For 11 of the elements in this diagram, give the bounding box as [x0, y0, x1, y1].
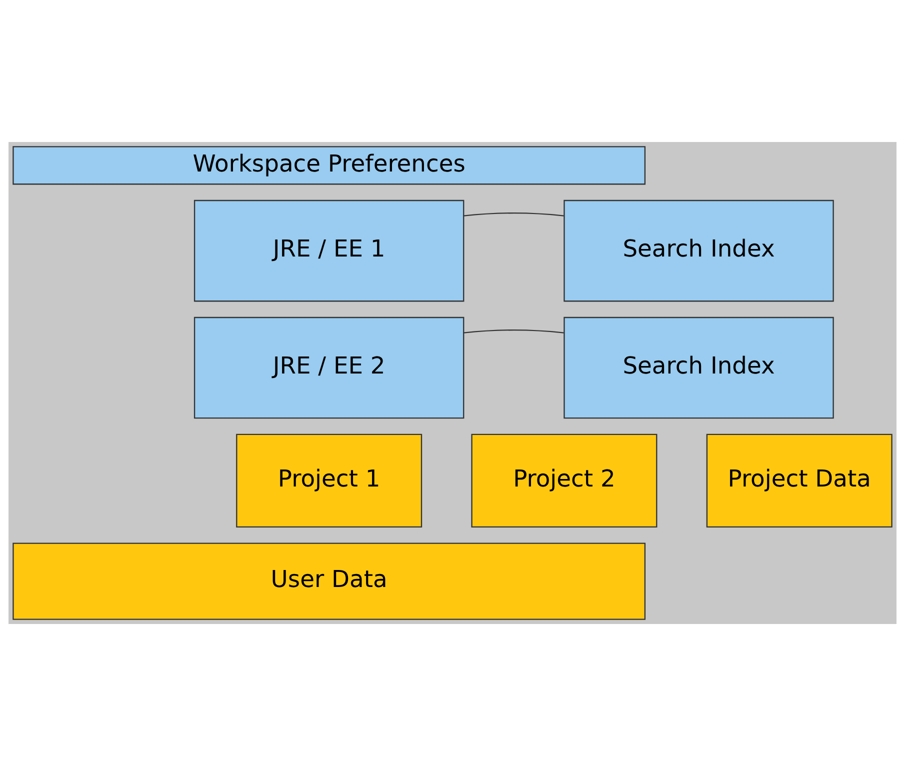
node-box: JRE / EE 1 — [194, 199, 464, 302]
node-box: JRE / EE 2 — [194, 316, 464, 418]
node-box: Project 2 — [471, 433, 658, 527]
node-box: Search Index — [564, 199, 834, 302]
node-box: Project Data — [706, 433, 892, 527]
node-box: Workspace Preferences — [12, 146, 646, 184]
node-box: User Data — [12, 542, 646, 620]
node-box: Project 1 — [236, 433, 422, 527]
connector — [464, 328, 564, 333]
node-box: Search Index — [564, 316, 834, 418]
connector — [464, 212, 564, 216]
